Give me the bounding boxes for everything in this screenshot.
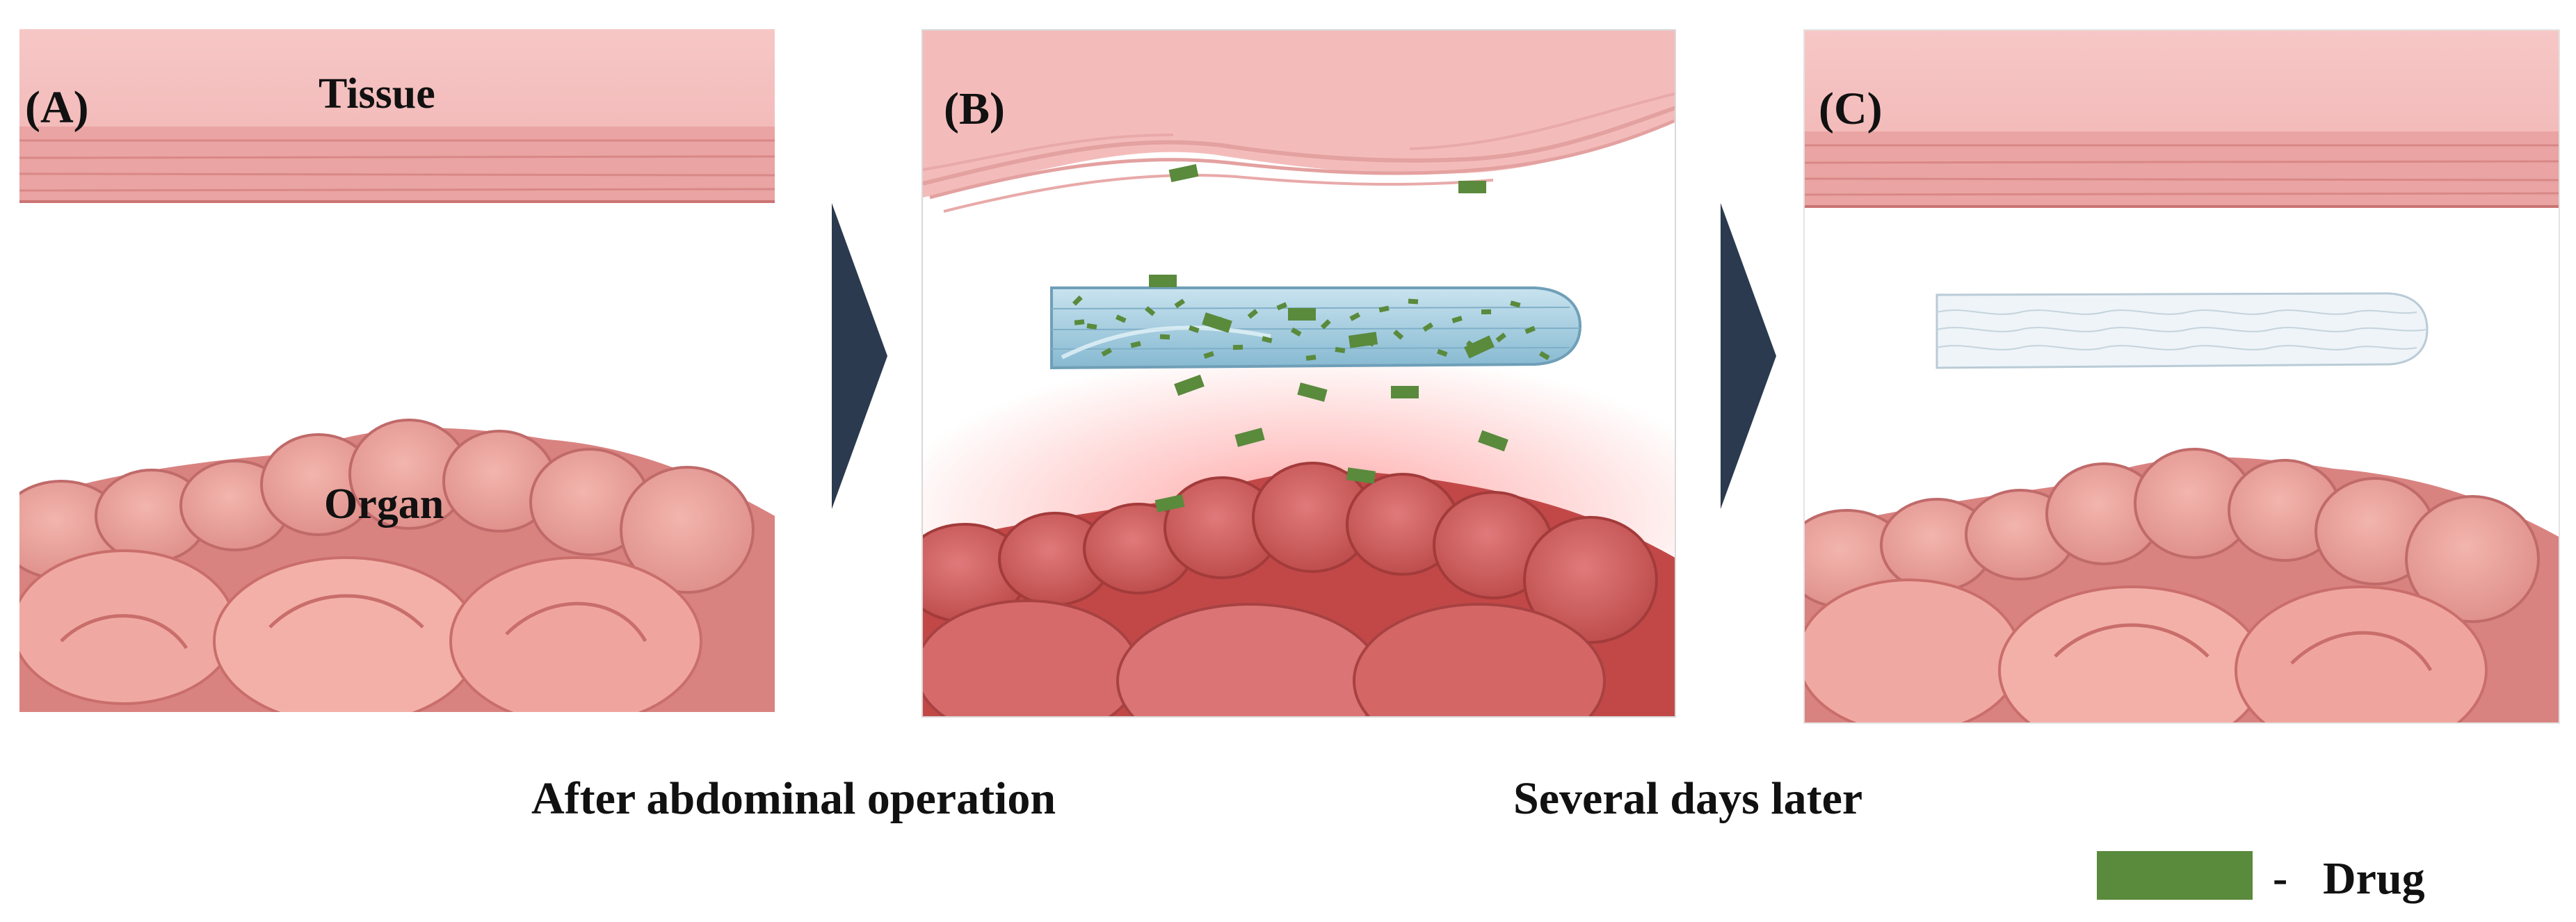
- mesh-implant-icon: [1937, 293, 2427, 368]
- legend-dash: -: [2273, 852, 2287, 904]
- panel-a-before: (A) Tissue Organ: [19, 29, 775, 712]
- mesh-implant-icon: [1052, 288, 1580, 368]
- drug-particle: [1391, 386, 1419, 398]
- drug-particle: [1408, 299, 1418, 305]
- drug-particle: [1169, 164, 1199, 182]
- panel-c-scene: [1805, 31, 2560, 724]
- drug-particle: [1074, 319, 1085, 325]
- damaged-tissue: [923, 31, 1676, 211]
- caption-after-operation: After abdominal operation: [531, 776, 1056, 822]
- drug-particle: [1233, 345, 1243, 350]
- tissue-label: Tissue: [319, 72, 435, 115]
- organ-intestines: [19, 420, 775, 712]
- panel-b-label: (B): [944, 86, 1005, 132]
- drug-particle: [1481, 309, 1491, 314]
- chevron-right-triangle-icon: [1721, 203, 1776, 509]
- healed-tissue: [1805, 31, 2560, 208]
- panel-b-after-operation: (B): [921, 29, 1676, 718]
- healthy-organ: [1805, 449, 2560, 724]
- panel-a-label: (A): [25, 85, 89, 131]
- panel-c-several-days: (C): [1803, 29, 2560, 724]
- drug-particle: [1160, 334, 1170, 340]
- drug-particle: [1458, 181, 1486, 193]
- chevron-right-triangle-icon: [832, 203, 887, 509]
- panel-a-scene: [19, 29, 775, 712]
- drug-particle: [1149, 275, 1177, 287]
- caption-several-days: Several days later: [1513, 776, 1862, 822]
- drug-particle: [1288, 308, 1316, 321]
- legend-drug-swatch: [2097, 851, 2253, 900]
- panel-b-scene: [923, 31, 1676, 718]
- organ-label: Organ: [324, 483, 444, 526]
- legend-drug-label: Drug: [2323, 852, 2425, 905]
- panel-c-label: (C): [1819, 86, 1883, 132]
